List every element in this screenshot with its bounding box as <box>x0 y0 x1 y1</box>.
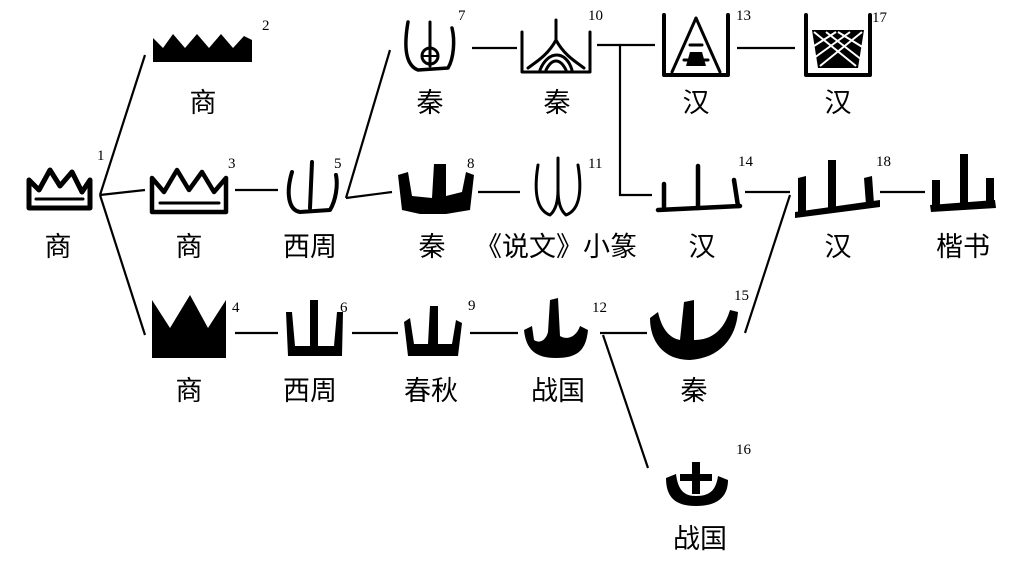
glyph-n7 <box>404 20 456 72</box>
number-n4: 4 <box>232 300 240 316</box>
number-n15: 15 <box>734 288 749 304</box>
number-n11: 11 <box>588 156 602 172</box>
number-n2: 2 <box>262 18 270 34</box>
label-n18: 汉 <box>825 232 852 263</box>
number-n12: 12 <box>592 300 607 316</box>
label-n12: 战国 <box>531 376 585 407</box>
number-n6: 6 <box>340 300 348 316</box>
glyph-n2 <box>153 34 252 62</box>
edge-1-4 <box>98 194 147 336</box>
number-n16: 16 <box>736 442 752 458</box>
glyph-n4 <box>152 295 226 358</box>
number-n8: 8 <box>467 156 475 172</box>
number-n18: 18 <box>876 154 891 170</box>
label-root: 商 <box>45 232 72 263</box>
glyph-n14 <box>655 163 743 213</box>
number-n13: 13 <box>736 8 751 24</box>
label-n9: 春秋 <box>404 376 458 407</box>
glyph-n5 <box>286 160 339 214</box>
label-n19: 楷书 <box>936 232 990 263</box>
glyph-n9 <box>404 306 462 356</box>
glyph-n10 <box>520 18 592 74</box>
glyph-n8 <box>398 164 474 214</box>
number-n17: 17 <box>872 10 888 26</box>
number-n9: 9 <box>468 298 476 314</box>
label-n16: 战国 <box>673 524 727 555</box>
label-n17: 汉 <box>825 88 852 119</box>
edge-1-2 <box>98 54 147 196</box>
number-n10: 10 <box>588 8 603 24</box>
number-n7: 7 <box>458 8 466 24</box>
label-n14: 汉 <box>689 232 716 263</box>
glyph-n17 <box>804 13 872 77</box>
label-n13: 汉 <box>683 88 710 119</box>
glyph-n11 <box>534 156 582 217</box>
number-n3: 3 <box>228 156 236 172</box>
label-n8: 秦 <box>419 232 446 263</box>
glyph-n15 <box>650 300 738 360</box>
label-n6: 西周 <box>283 376 337 407</box>
glyph-root <box>26 167 93 211</box>
number-n14: 14 <box>738 154 754 170</box>
label-n10: 秦 <box>544 88 571 119</box>
glyph-n16 <box>666 462 728 506</box>
connector-lines <box>98 43 925 469</box>
label-n7: 秦 <box>417 88 444 119</box>
label-n15: 秦 <box>681 376 708 407</box>
glyph-n12 <box>524 298 588 358</box>
glyph-n13 <box>662 13 730 77</box>
edge-1-3 <box>99 188 146 197</box>
edge-5-7 <box>344 49 392 199</box>
glyph-n3 <box>149 167 229 215</box>
edge-12-16 <box>601 334 650 469</box>
root-number: 1 <box>97 148 105 164</box>
node-numbers: 1 2 3 4 5 6 7 8 9 10 11 12 13 14 15 16 1… <box>97 8 891 458</box>
glyph-n18 <box>795 160 880 218</box>
label-n4: 商 <box>176 376 203 407</box>
edge-5-8 <box>345 190 393 200</box>
node-labels: 商 商 商 商 西周 西周 秦 秦 春秋 秦 《说文》小篆 战国 汉 汉 秦 战… <box>45 88 991 555</box>
label-n2: 商 <box>190 88 217 119</box>
glyph-n19 <box>930 154 996 212</box>
number-n5: 5 <box>334 156 342 172</box>
edge-15-18 <box>743 194 792 334</box>
label-n3: 商 <box>176 232 203 263</box>
label-n11: 《说文》小篆 <box>475 232 637 263</box>
glyph-n6 <box>286 300 343 356</box>
edge-10-14 <box>597 43 652 197</box>
label-n5: 西周 <box>283 232 337 263</box>
